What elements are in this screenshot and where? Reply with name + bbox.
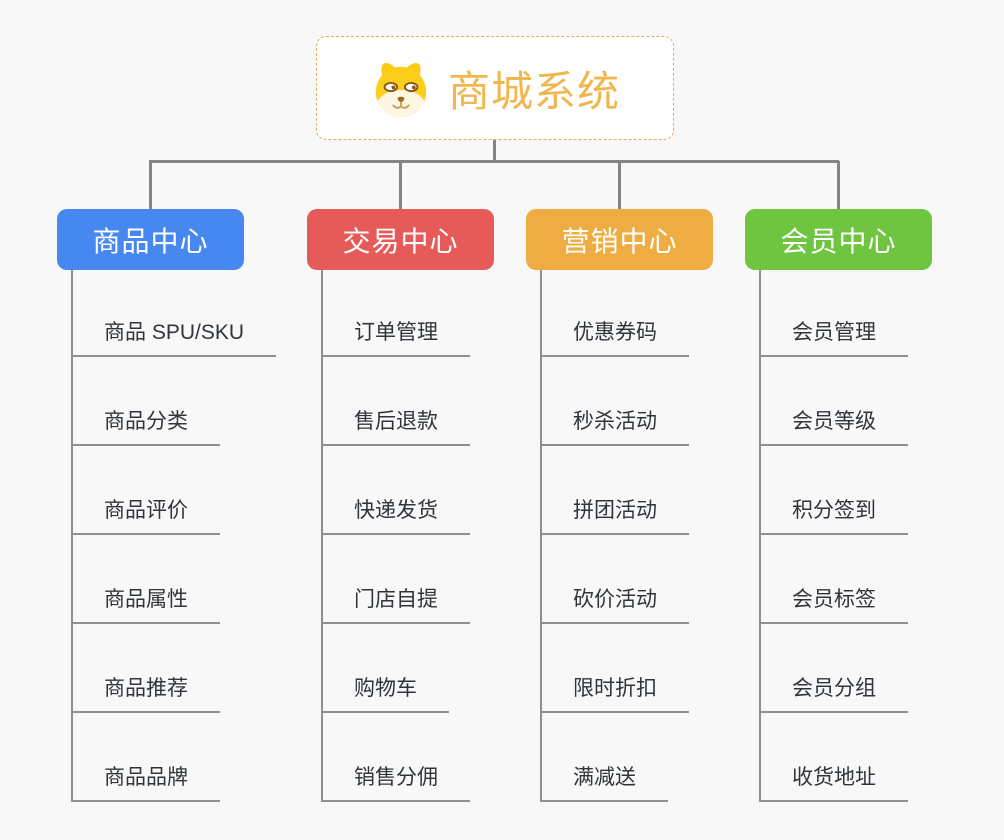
leaf-node[interactable]: 会员管理 [759,319,908,357]
leaf-node[interactable]: 商品属性 [71,586,220,624]
leaf-node[interactable]: 会员分组 [759,675,908,713]
root-label: 商城系统 [447,67,620,115]
leaf-node[interactable]: 收货地址 [759,764,908,802]
connector-drop-marketing [618,161,621,210]
root-node[interactable]: 商城系统 [316,36,674,140]
branch-child-line [71,270,73,802]
leaf-node[interactable]: 购物车 [321,675,449,713]
leaf-node[interactable]: 商品品牌 [71,764,220,802]
leaf-node[interactable]: 订单管理 [321,319,470,357]
leaf-node[interactable]: 商品分类 [71,408,220,446]
branch-child-line [540,270,542,802]
leaf-node[interactable]: 秒杀活动 [540,408,689,446]
branch-header-marketing-center[interactable]: 营销中心 [526,209,713,270]
branch-child-line [321,270,323,802]
connector-drop-trade [399,161,402,210]
leaf-node[interactable]: 积分签到 [759,497,908,535]
dog-face-icon [370,57,432,119]
branch-label: 营销中心 [561,225,678,257]
branch-label: 交易中心 [342,225,459,257]
leaf-node[interactable]: 商品推荐 [71,675,220,713]
leaf-node[interactable]: 优惠券码 [540,319,689,357]
leaf-node[interactable]: 满减送 [540,764,668,802]
leaf-node[interactable]: 拼团活动 [540,497,689,535]
branch-label: 商品中心 [92,225,209,257]
branch-header-member-center[interactable]: 会员中心 [745,209,932,270]
leaf-node[interactable]: 会员标签 [759,586,908,624]
leaf-node[interactable]: 售后退款 [321,408,470,446]
connector-drop-member [837,161,840,210]
connector-root-stub [493,140,496,162]
leaf-node[interactable]: 销售分佣 [321,764,470,802]
leaf-node[interactable]: 砍价活动 [540,586,689,624]
leaf-node[interactable]: 会员等级 [759,408,908,446]
leaf-node[interactable]: 快递发货 [321,497,470,535]
leaf-node[interactable]: 商品评价 [71,497,220,535]
leaf-node[interactable]: 商品 SPU/SKU [71,319,277,357]
leaf-node[interactable]: 门店自提 [321,586,470,624]
connector-drop-product [149,161,152,210]
leaf-node[interactable]: 限时折扣 [540,675,689,713]
branch-header-product-center[interactable]: 商品中心 [57,209,244,270]
connector-horizontal-line [149,160,839,163]
branch-header-trade-center[interactable]: 交易中心 [307,209,494,270]
branch-label: 会员中心 [780,225,897,257]
branch-child-line [759,270,761,802]
